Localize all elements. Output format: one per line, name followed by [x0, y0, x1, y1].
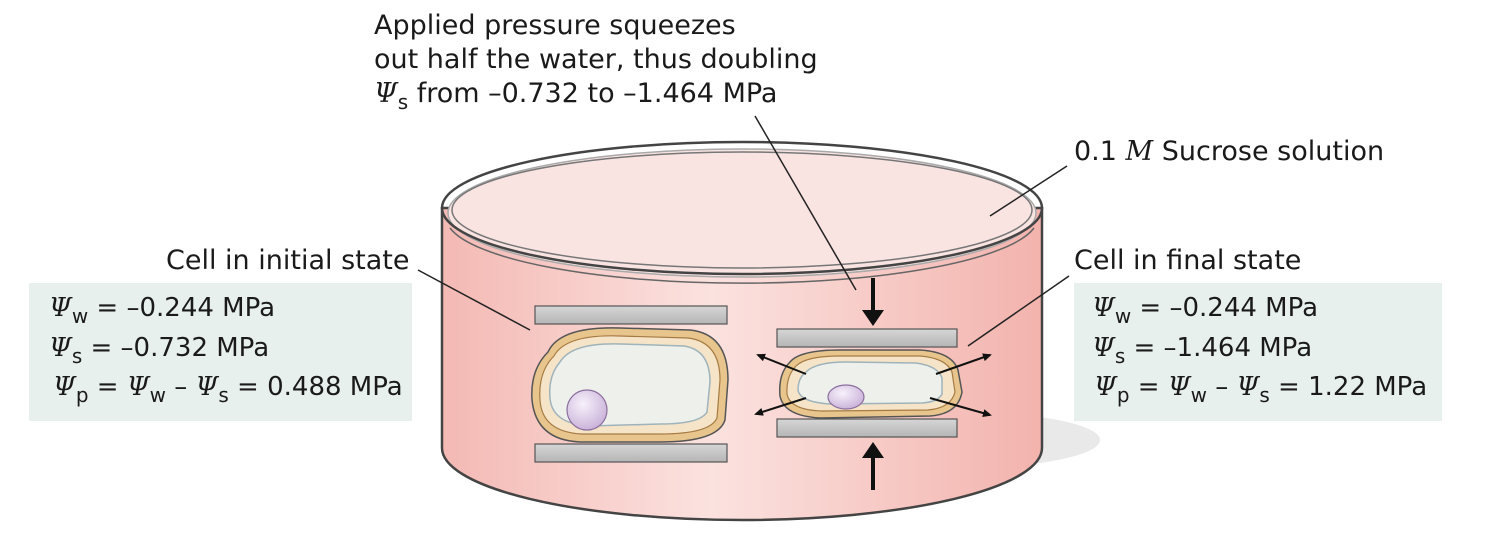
solution-surface	[447, 148, 1037, 278]
initial-state-panel: Ψw = –0.244 MPa Ψs = –0.732 MPa Ψp = Ψw …	[29, 283, 412, 421]
cell-final	[778, 349, 963, 419]
dish-rim-inner	[451, 151, 1033, 269]
water-out-arrow-lower-left	[754, 397, 807, 416]
annotation-line-1: Applied pressure squeezes	[374, 10, 736, 41]
initial-solute-potential: Ψs = –0.732 MPa	[49, 333, 270, 368]
nucleus-final	[827, 384, 865, 410]
initial-water-potential: Ψw = –0.244 MPa	[49, 293, 276, 328]
leader-line-annotation	[754, 115, 857, 291]
bottom-plate-final	[776, 418, 958, 438]
annotation-range: from –0.732 to –1.464 MPa	[416, 78, 778, 109]
initial-state-title: Cell in initial state	[166, 245, 410, 276]
leader-line-final	[967, 275, 1070, 347]
nucleus-initial	[566, 389, 608, 431]
pressure-arrow-down	[862, 278, 884, 326]
solution-label: 0.1 M Sucrose solution	[1074, 136, 1385, 167]
initial-pressure-potential: Ψp = Ψw – Ψs = 0.488 MPa	[53, 372, 403, 407]
pressure-arrow-up	[862, 442, 884, 490]
top-plate-initial	[534, 305, 728, 325]
subscript-s: s	[397, 90, 409, 114]
vacuole-final	[797, 361, 943, 405]
dish-rim-outer	[440, 140, 1044, 276]
molar-symbol: M	[1125, 136, 1154, 167]
dish-rim-lower	[449, 227, 1035, 284]
water-out-arrow-upper-left	[756, 353, 807, 375]
water-out-arrow-upper-right	[935, 353, 992, 375]
annotation-line-2: out half the water, thus doubling	[374, 44, 818, 75]
final-state-panel: Ψw = –0.244 MPa Ψs = –1.464 MPa Ψp = Ψw …	[1074, 283, 1442, 421]
final-solute-potential: Ψs = –1.464 MPa	[1092, 333, 1313, 368]
final-water-potential: Ψw = –0.244 MPa	[1092, 293, 1319, 328]
top-plate-final	[776, 328, 958, 348]
water-out-arrow-lower-right	[929, 397, 992, 417]
final-pressure-potential: Ψp = Ψw – Ψs = 1.22 MPa	[1094, 372, 1428, 407]
annotation-line-3: Ψs from –0.732 to –1.464 MPa	[374, 77, 778, 114]
psi-symbol: Ψ	[374, 78, 398, 109]
cell-initial	[531, 327, 729, 443]
leader-line-solution	[989, 165, 1068, 217]
leader-line-initial	[417, 269, 531, 331]
bottom-plate-initial	[534, 443, 728, 463]
final-state-title: Cell in final state	[1074, 245, 1302, 276]
